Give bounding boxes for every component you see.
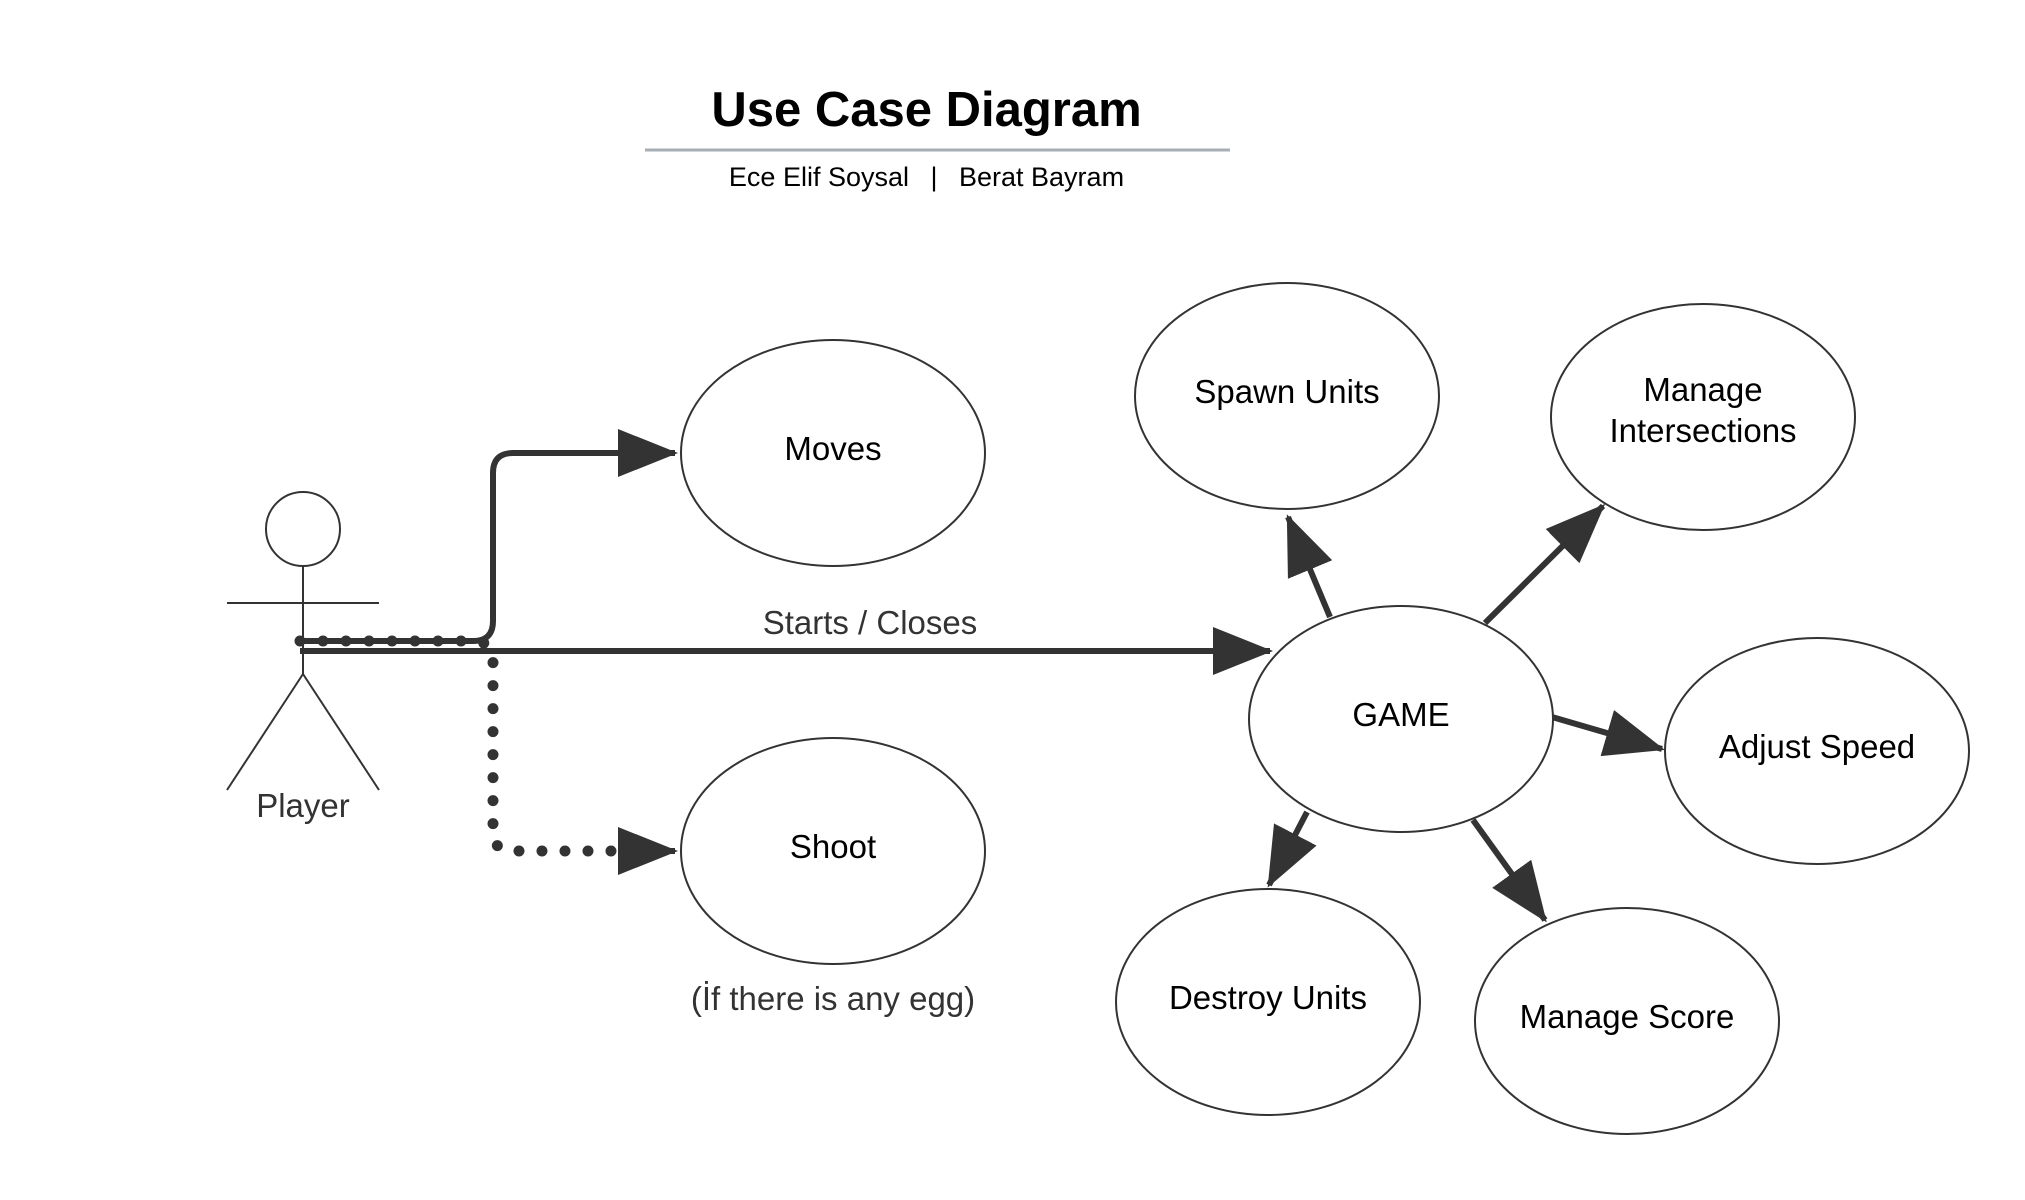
game-use-case[interactable] [1248,605,1554,833]
diagram-title: Use Case Diagram [711,83,1142,137]
actor-head [265,491,341,567]
game-label: GAME [1352,696,1449,733]
actor-left-leg [226,673,304,791]
spawn-units-label: Spawn Units [1194,373,1379,410]
player-actor[interactable] [226,491,380,791]
manage-score-label: Manage Score [1520,998,1735,1035]
starts-closes-label: Starts / Closes [763,604,978,641]
game-to-manage-intersections-connector [1482,503,1606,626]
player-to-moves-connector [300,429,678,644]
shoot-label: Shoot [790,828,876,865]
game-to-destroy-units-connector [1266,810,1317,888]
moves-use-case[interactable] [680,339,986,567]
manage-intersections-use-case[interactable] [1550,303,1856,531]
shoot-condition-note: (İf there is any egg) [691,980,975,1017]
destroy-units-label: Destroy Units [1169,979,1367,1016]
diagram-authors: Ece Elif Soysal | Berat Bayram [0,162,1853,193]
author-2: Berat Bayram [959,162,1125,192]
moves-label: Moves [784,430,881,467]
manage-intersections-label-line-2: Intersections [1609,412,1796,449]
game-to-adjust-speed-connector [1551,710,1665,757]
adjust-speed-use-case[interactable] [1664,637,1970,865]
game-to-spawn-units-connector [1285,514,1333,619]
author-separator: | [930,162,938,192]
actor-label: Player [256,787,350,824]
shoot-use-case[interactable] [680,737,986,965]
manage-score-use-case[interactable] [1474,907,1780,1135]
spawn-units-use-case[interactable] [1134,282,1440,510]
connectors [294,429,1665,923]
manage-intersections-label-line-1: Manage [1643,371,1762,408]
player-to-shoot-dotted-connector [294,635,681,857]
game-to-manage-score-connector [1470,818,1548,923]
destroy-units-use-case[interactable] [1115,888,1421,1116]
author-1: Ece Elif Soysal [728,162,909,192]
adjust-speed-label: Adjust Speed [1719,728,1915,765]
actor-right-leg [302,673,380,791]
